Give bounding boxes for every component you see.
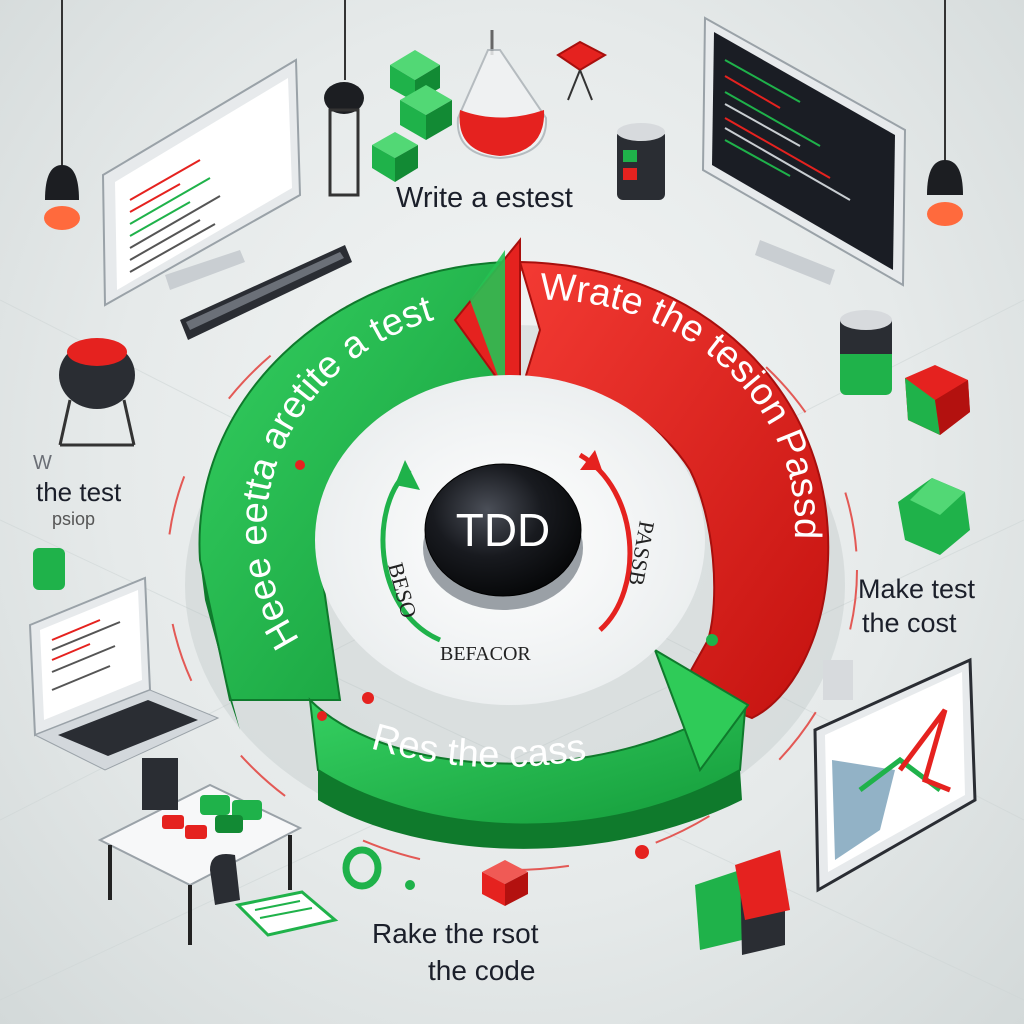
cube-icon [372,132,418,182]
polyhedron-icon [905,365,970,435]
battery-icon [840,310,892,395]
label-left-faint: W [33,452,52,475]
label-the-test: the test [36,478,121,508]
pendant-lamp-icon [927,0,963,226]
label-rake-the-rsot: Rake the rsot [372,918,539,950]
label-the-cost: the cost [862,608,957,639]
red-button-icon [59,338,135,445]
monitor-code-icon [703,18,905,285]
tdd-title: TDD [456,504,551,556]
green-dot [635,845,649,859]
red-dot [362,692,374,704]
green-dot [405,880,415,890]
label-the-code: the code [428,955,535,987]
stacked-cubes-icon [695,850,790,955]
pendant-lamp-icon [44,0,80,230]
inner-bottom-text: BEFACOR [440,643,531,665]
green-ring-icon [346,850,378,886]
document-icon [238,892,335,935]
red-cube-icon [482,860,528,906]
green-chip-icon [33,548,65,590]
server-icon [617,123,665,200]
hanging-light-icon [324,0,364,195]
flask-icon [458,30,546,158]
green-dot [706,634,718,646]
label-psiop: psiop [52,509,95,530]
red-dot [317,711,327,721]
hexagon-icon [898,478,970,555]
tablet-chart-icon [815,660,975,890]
red-dot [295,460,305,470]
monitor-code-icon [103,60,352,340]
label-write-a-test: Write a estest [396,182,573,215]
tripod-icon [558,42,605,100]
label-make-test: Make test [858,574,975,605]
